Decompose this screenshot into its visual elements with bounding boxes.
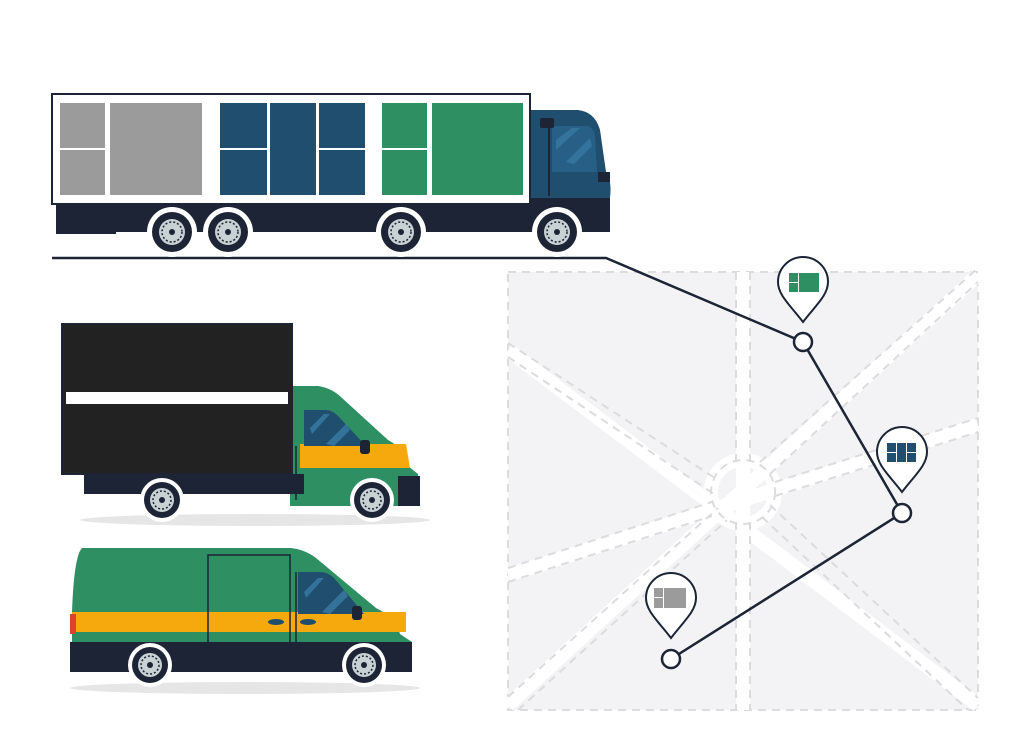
map-pin-navy-cargo-icon[interactable]	[875, 426, 929, 494]
map-road-edges	[507, 267, 979, 711]
box-truck	[51, 93, 611, 257]
navy-cargo-boxes	[220, 103, 365, 195]
green-cargo-boxes	[382, 103, 523, 195]
small-truck	[61, 323, 430, 526]
route-map	[52, 256, 983, 711]
truck-wheels	[147, 207, 582, 257]
delivery-van	[70, 548, 420, 694]
map-pin-gray-cargo-icon[interactable]	[644, 572, 698, 640]
route-stop-2[interactable]	[891, 502, 913, 524]
route-stop-3[interactable]	[660, 648, 682, 670]
gray-cargo-boxes	[60, 103, 202, 195]
route-stop-1[interactable]	[792, 331, 814, 353]
map-pin-green-cargo-icon[interactable]	[776, 256, 830, 324]
